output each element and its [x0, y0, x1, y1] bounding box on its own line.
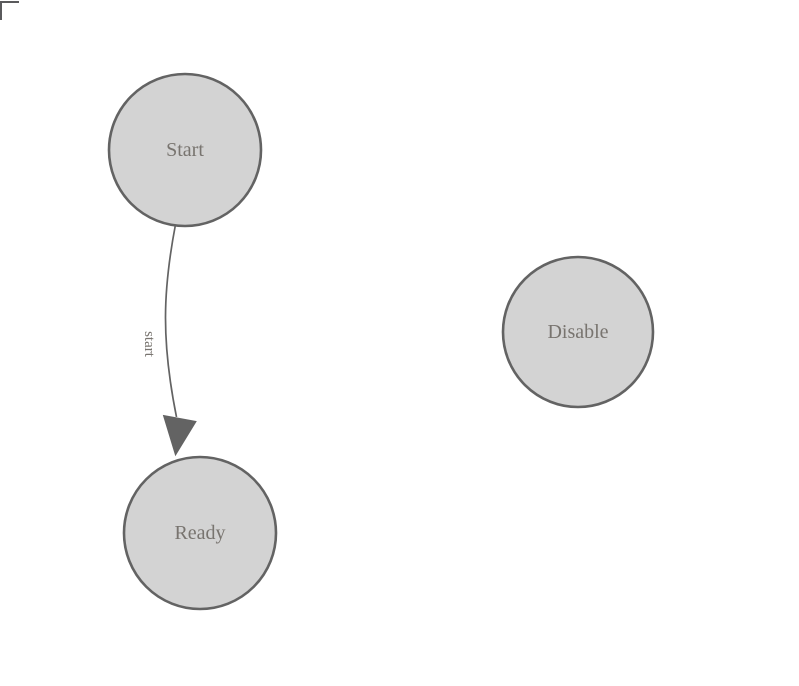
edge-arrowhead-icon: [162, 414, 197, 457]
node-start-circle: [107, 72, 263, 228]
node-ready-circle: [122, 455, 278, 611]
node-start[interactable]: Start: [107, 72, 263, 228]
node-ready[interactable]: Ready: [122, 455, 278, 611]
edge-label-start: start: [141, 331, 157, 358]
node-start-label: Start: [166, 139, 204, 161]
node-disable-circle: [501, 255, 655, 409]
edge-path: [164, 224, 178, 418]
edge-start-to-ready[interactable]: start: [141, 224, 197, 457]
node-ready-label: Ready: [174, 522, 225, 544]
node-disable[interactable]: Disable: [501, 255, 655, 409]
node-disable-label: Disable: [547, 321, 608, 343]
